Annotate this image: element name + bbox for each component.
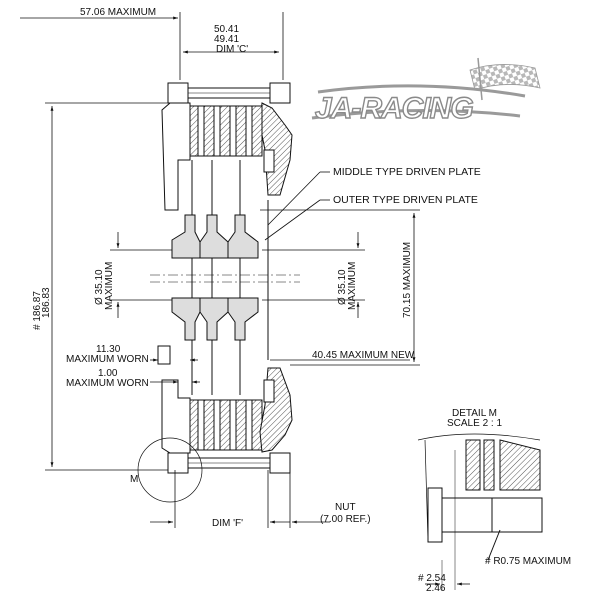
height-right-value: 70.15 MAXIMUM — [402, 242, 413, 318]
ja-racing-logo: JA-RACING — [311, 57, 541, 126]
bore-left-maximum: MAXIMUM — [104, 262, 115, 310]
bore-dimension-right — [262, 232, 365, 318]
overall-width-dimension — [20, 12, 284, 80]
detail-title: DETAIL M — [452, 408, 497, 419]
worn-dimensions — [150, 358, 410, 384]
overall-height-dimension — [45, 102, 170, 471]
clutch-assembly — [157, 82, 293, 474]
detail-radius: # R0.75 MAXIMUM — [485, 556, 571, 567]
nut-label: NUT — [335, 502, 356, 513]
bottom-dimensions — [150, 470, 330, 528]
detail-thickness-1: # 2.54 — [418, 573, 446, 584]
detail-m-marker: M — [130, 474, 138, 485]
dim-f-label: DIM 'F' — [212, 518, 243, 529]
new-dimension-label: 40.45 MAXIMUM NEW — [312, 350, 415, 361]
callout-leaders — [264, 171, 330, 241]
bore-right-value: Ø 35.10 — [337, 269, 348, 305]
detail-m-circle — [137, 437, 203, 503]
worn1-value: 11.30 — [96, 344, 121, 355]
overall-height-value-2: 186.83 — [41, 287, 52, 318]
overall-width-label: 57.06 MAXIMUM — [80, 7, 156, 18]
nut-ref-value: (7.00 REF.) — [320, 514, 371, 525]
detail-m-view — [417, 433, 543, 590]
dim-c-label: DIM 'C' — [216, 44, 248, 55]
center-lines — [150, 274, 300, 283]
overall-height-value: # 186.87 — [32, 291, 43, 330]
detail-scale: SCALE 2 : 1 — [447, 418, 502, 429]
bore-right-maximum: MAXIMUM — [347, 262, 358, 310]
height-right-dimension — [260, 209, 420, 366]
checkered-flag-icon — [469, 64, 541, 91]
worn2-label: MAXIMUM WORN — [66, 378, 149, 389]
dim-c-lower-value: 49.41 — [214, 34, 239, 45]
outer-plate-callout: OUTER TYPE DRIVEN PLATE — [333, 194, 478, 206]
bore-left-value: Ø 35.10 — [94, 269, 105, 305]
dim-c-upper-value: 50.41 — [214, 24, 239, 35]
bore-dimension-left — [110, 232, 172, 318]
logo-text: JA-RACING — [315, 92, 473, 125]
middle-plate-callout: MIDDLE TYPE DRIVEN PLATE — [333, 166, 481, 178]
detail-thickness-2: 2.46 — [426, 583, 446, 594]
worn2-value: 1.00 — [98, 368, 118, 379]
worn1-label: MAXIMUM WORN — [66, 354, 149, 365]
